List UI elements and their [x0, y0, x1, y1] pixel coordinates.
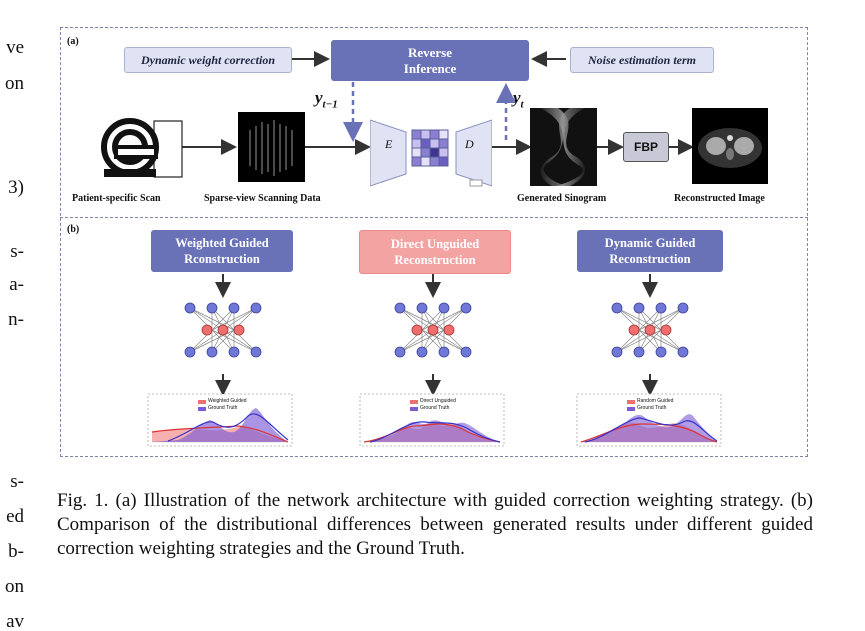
encoder-decoder-network	[370, 119, 492, 187]
dynamic-weight-correction-box: Dynamic weight correction	[124, 47, 292, 73]
panel-b-label: (b)	[67, 224, 80, 235]
figure-frame	[60, 27, 808, 457]
left-column-fragment: ve	[6, 38, 24, 57]
sparse-view-image	[238, 112, 305, 182]
panel-divider	[60, 217, 808, 218]
plot3-legend-series2: Ground Truth	[637, 405, 667, 411]
reconstructed-image-caption: Reconstructed Image	[674, 193, 765, 204]
plot1-legend-series1: Weighted Guided	[208, 398, 247, 404]
reverse-inference-line1: Reverse	[407, 44, 453, 60]
reconstructed-image	[692, 108, 768, 184]
plot2-legend-series2: Ground Truth	[420, 405, 450, 411]
left-column-fragment: 3)	[8, 178, 24, 197]
left-column-fragment: n-	[8, 310, 24, 329]
fbp-box: FBP	[623, 132, 669, 162]
plot2-legend-series1: Direct Unguided	[420, 398, 456, 404]
noise-estimation-box: Noise estimation term	[570, 47, 714, 73]
method-line2: Reconstruction	[394, 253, 476, 267]
encoder-label: E	[385, 137, 393, 151]
reverse-inference-line2: Inference	[403, 60, 457, 76]
method-box-direct-unguided: Direct Unguided Reconstruction	[359, 230, 511, 274]
plot1-legend-series2: Ground Truth	[208, 405, 238, 411]
left-column-fragment: a-	[9, 275, 24, 294]
figure-caption: Fig. 1. (a) Illustration of the network …	[57, 490, 813, 559]
sparse-view-caption: Sparse-view Scanning Data	[204, 193, 321, 204]
panel-a-label: (a)	[67, 36, 79, 47]
method-line2: Reconstruction	[609, 252, 691, 266]
y-t-label: yt	[513, 88, 524, 111]
method-line1: Direct Unguided	[390, 237, 480, 251]
reverse-inference-box: Reverse Inference	[331, 40, 529, 81]
plot3-legend-series1: Random Guided	[637, 398, 674, 404]
neural-network-icon	[184, 302, 262, 358]
method-box-dynamic-guided: Dynamic Guided Reconstruction	[577, 230, 723, 272]
distribution-plot-weighted-guided	[147, 393, 293, 447]
method-box-weighted-guided: Weighted Guided Rconstruction	[151, 230, 293, 272]
distribution-plot-dynamic-guided	[576, 393, 722, 447]
left-column-fragment: on	[5, 577, 24, 596]
ct-scanner-icon	[101, 118, 183, 178]
method-line1: Dynamic Guided	[604, 236, 696, 250]
left-column-fragment: s-	[10, 242, 24, 261]
y-t-minus-1-label: yt−1	[315, 88, 338, 111]
method-line2: Rconstruction	[184, 252, 260, 266]
left-column-fragment: ed	[6, 507, 24, 526]
method-line1: Weighted Guided	[175, 236, 269, 250]
left-column-fragment: b-	[8, 542, 24, 561]
left-column-fragment: av	[6, 612, 24, 631]
left-column-fragment: s-	[10, 472, 24, 491]
decoder-label: D	[465, 137, 474, 151]
left-column-fragment: on	[5, 74, 24, 93]
generated-sinogram-caption: Generated Sinogram	[517, 193, 607, 204]
patient-scan-caption: Patient-specific Scan	[72, 193, 161, 204]
distribution-plot-direct-unguided	[359, 393, 505, 447]
generated-sinogram-image	[530, 108, 597, 186]
